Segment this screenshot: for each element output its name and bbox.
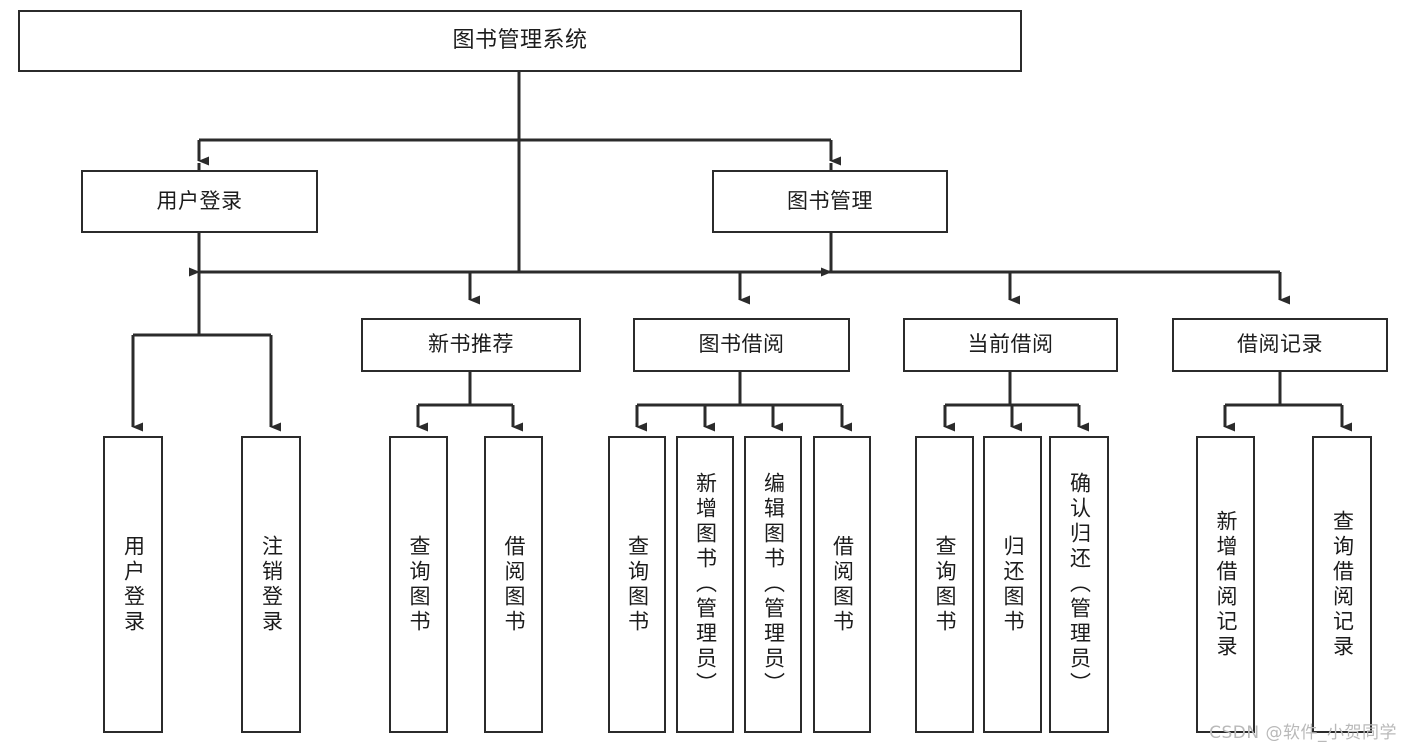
node-book-manage-label: 图书管理 [787,188,873,213]
node-leaf-add-book-label: 新增图书（管理员） [693,472,718,697]
node-borrow-record-label: 借阅记录 [1237,332,1323,357]
node-borrow-record[interactable]: 借阅记录 [1172,318,1388,372]
node-leaf-edit-book-label: 编辑图书（管理员） [761,472,786,697]
node-leaf-query-book-2[interactable]: 查询图书 [608,436,666,733]
node-user-login-label: 用户登录 [156,188,243,213]
node-current-borrow[interactable]: 当前借阅 [903,318,1118,372]
node-user-login[interactable]: 用户登录 [81,170,318,233]
node-leaf-add-record-label: 新增借阅记录 [1214,509,1238,660]
node-leaf-borrow-book-1[interactable]: 借阅图书 [484,436,543,733]
node-leaf-borrow-book-2-label: 借阅图书 [830,534,855,635]
node-root[interactable]: 图书管理系统 [18,10,1022,72]
node-leaf-borrow-book-2[interactable]: 借阅图书 [813,436,871,733]
node-leaf-query-book-1[interactable]: 查询图书 [389,436,448,733]
node-leaf-confirm-return[interactable]: 确认归还（管理员） [1049,436,1109,733]
node-leaf-query-book-2-label: 查询图书 [625,534,650,635]
node-leaf-add-record[interactable]: 新增借阅记录 [1196,436,1255,733]
node-leaf-query-book-1-label: 查询图书 [407,534,431,635]
node-leaf-confirm-return-label: 确认归还（管理员） [1067,472,1092,697]
node-leaf-user-logout-label: 注销登录 [259,534,284,635]
node-leaf-user-login[interactable]: 用户登录 [103,436,163,733]
node-leaf-query-book-3[interactable]: 查询图书 [915,436,974,733]
node-leaf-query-record-label: 查询借阅记录 [1330,509,1355,660]
node-leaf-user-logout[interactable]: 注销登录 [241,436,301,733]
node-book-borrow[interactable]: 图书借阅 [633,318,850,372]
node-current-borrow-label: 当前借阅 [967,332,1054,357]
node-new-book-rec-label: 新书推荐 [428,332,514,357]
node-leaf-query-book-3-label: 查询图书 [933,534,957,635]
node-leaf-edit-book[interactable]: 编辑图书（管理员） [744,436,802,733]
node-new-book-rec[interactable]: 新书推荐 [361,318,581,372]
node-book-borrow-label: 图书借阅 [698,332,785,357]
node-leaf-borrow-book-1-label: 借阅图书 [502,534,526,635]
node-root-label: 图书管理系统 [452,27,588,53]
node-leaf-return-book[interactable]: 归还图书 [983,436,1042,733]
node-book-manage[interactable]: 图书管理 [712,170,948,233]
node-leaf-add-book[interactable]: 新增图书（管理员） [676,436,734,733]
watermark: CSDN @软件_小贺同学 [1209,723,1397,743]
node-leaf-return-book-label: 归还图书 [1001,534,1025,635]
node-leaf-user-login-label: 用户登录 [121,534,146,635]
node-leaf-query-record[interactable]: 查询借阅记录 [1312,436,1372,733]
